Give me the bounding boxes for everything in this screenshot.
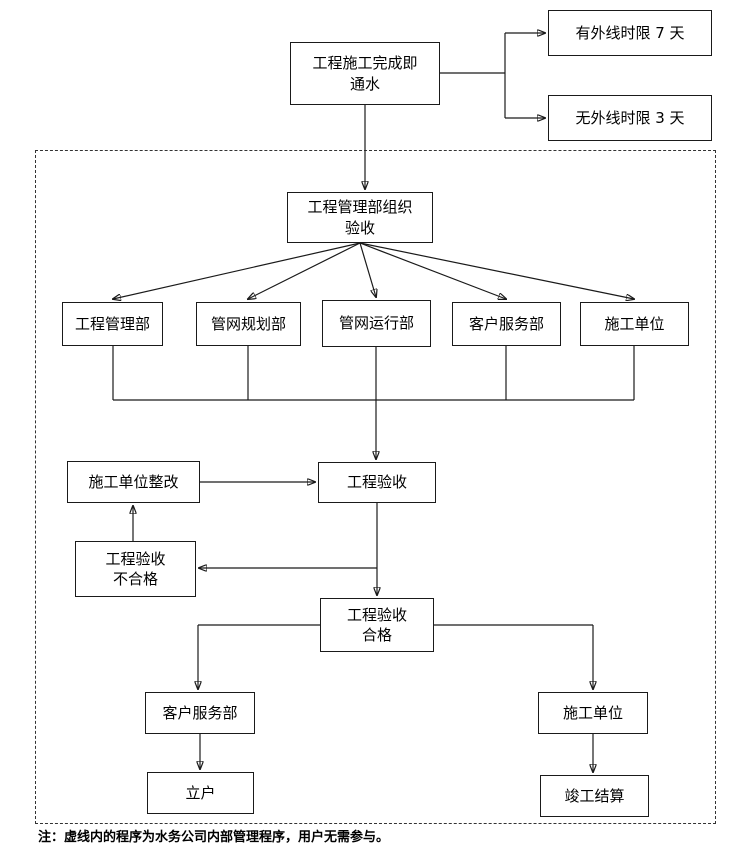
node-acceptance: 工程验收 xyxy=(318,462,436,503)
node-limit-with-external-line: 有外线时限 7 天 xyxy=(548,10,712,56)
node-acceptance-passed: 工程验收 合格 xyxy=(320,598,434,652)
node-organize-acceptance: 工程管理部组织 验收 xyxy=(287,192,433,243)
node-rectification: 施工单位整改 xyxy=(67,461,200,503)
node-final-settlement: 竣工结算 xyxy=(540,775,649,817)
node-open-account: 立户 xyxy=(147,772,254,814)
node-limit-without-external-line: 无外线时限 3 天 xyxy=(548,95,712,141)
node-acceptance-failed: 工程验收 不合格 xyxy=(75,541,196,597)
node-customer-service-followup: 客户服务部 xyxy=(145,692,255,734)
node-dept-customer-service: 客户服务部 xyxy=(452,302,561,346)
node-construction-unit-followup: 施工单位 xyxy=(538,692,648,734)
node-dept-engineering: 工程管理部 xyxy=(62,302,163,346)
node-dept-pipe-operation: 管网运行部 xyxy=(322,300,431,347)
node-dept-pipe-planning: 管网规划部 xyxy=(196,302,301,346)
internal-process-dashed-boundary xyxy=(35,150,716,824)
node-start: 工程施工完成即 通水 xyxy=(290,42,440,105)
node-dept-construction-unit: 施工单位 xyxy=(580,302,689,346)
footnote: 注：虚线内的程序为水务公司内部管理程序，用户无需参与。 xyxy=(38,830,390,845)
